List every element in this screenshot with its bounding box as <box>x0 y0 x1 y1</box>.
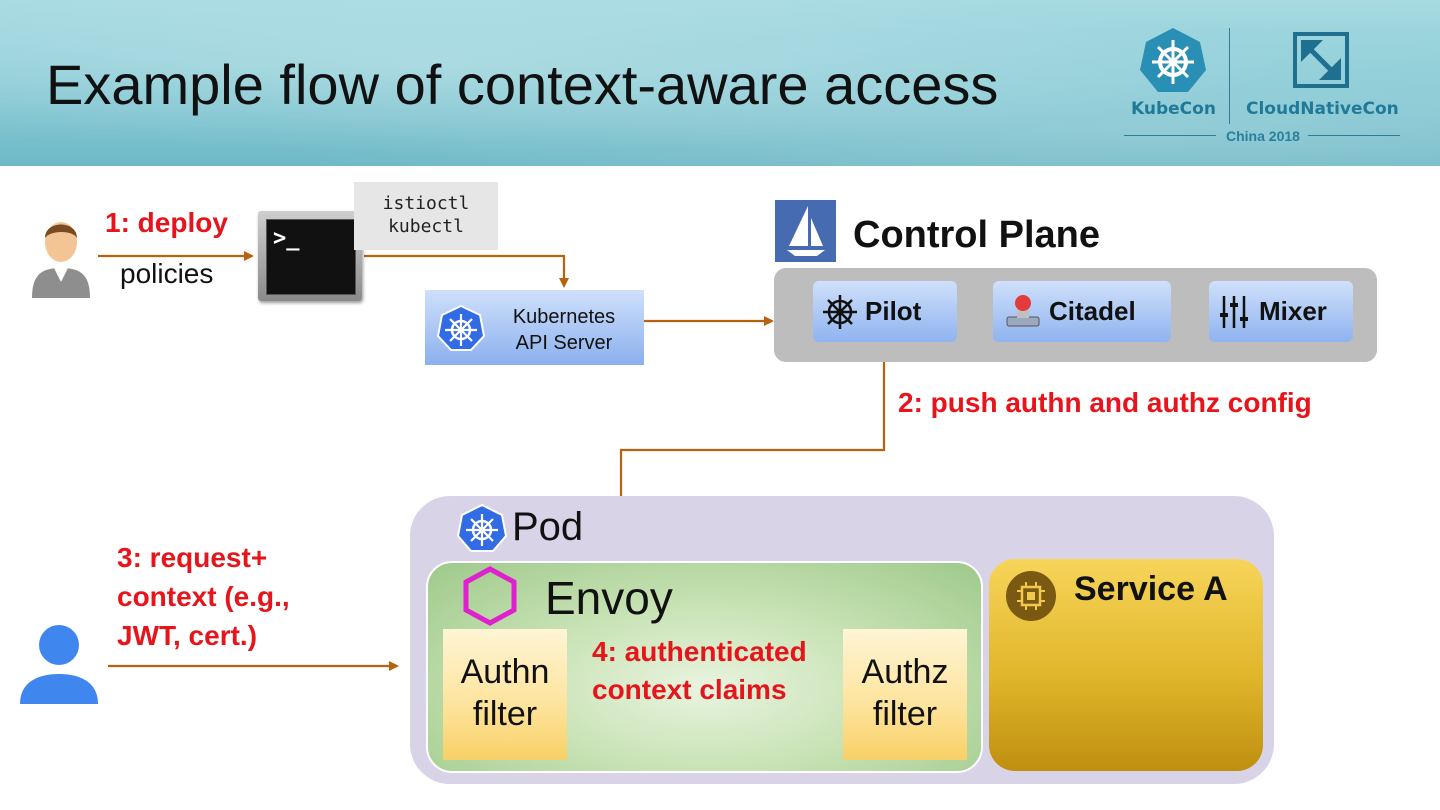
logo-rule-right <box>1308 135 1400 136</box>
service-a-label: Service A <box>1074 570 1228 608</box>
istio-logo-icon <box>775 200 836 262</box>
header-banner <box>0 0 1440 166</box>
step3-label: 3: request+ context (e.g., JWT, cert.) <box>117 538 290 655</box>
authn-filter: Authn filter <box>443 629 567 760</box>
admin-user-icon <box>32 222 90 298</box>
envoy-label: Envoy <box>545 572 673 624</box>
cli-kubectl: kubectl <box>388 216 464 237</box>
mixer-label: Mixer <box>1259 296 1327 326</box>
cli-tools-box: istioctl kubectl <box>354 182 498 250</box>
step3-line2: context (e.g., <box>117 581 290 612</box>
envoy-hexagon-icon <box>463 566 517 626</box>
step4-label: 4: authenticated context claims <box>592 633 807 709</box>
mixer-component: Mixer <box>1209 281 1353 342</box>
citadel-component: Citadel <box>993 281 1171 342</box>
k8s-api-line2: API Server <box>515 332 613 354</box>
authz-filter-line2: filter <box>872 695 938 733</box>
cloudnativecon-logo-text: CloudNativeCon <box>1246 99 1399 119</box>
kubecon-logo-icon <box>1140 28 1206 92</box>
citadel-label: Citadel <box>1049 296 1136 326</box>
step3-line3: JWT, cert.) <box>117 620 258 651</box>
authn-filter-line2: filter <box>472 695 538 733</box>
helm-wheel-icon <box>823 295 857 329</box>
step2-label: 2: push authn and authz config <box>898 387 1312 418</box>
authz-filter: Authz filter <box>843 629 967 760</box>
pilot-label: Pilot <box>865 296 922 326</box>
k8s-api-line1: Kubernetes <box>512 306 616 328</box>
equalizer-sliders-icon <box>1220 296 1248 328</box>
end-user-icon <box>20 625 98 704</box>
cloudnativecon-logo-icon <box>1293 32 1349 88</box>
kubecon-logo-text: KubeCon <box>1131 99 1216 119</box>
logo-subtitle: China 2018 <box>1226 128 1300 144</box>
chip-icon <box>1006 571 1056 621</box>
cli-istioctl: istioctl <box>382 193 470 214</box>
step4-line1: 4: authenticated <box>592 636 807 667</box>
logo-divider <box>1229 28 1230 124</box>
authn-filter-line1: Authn <box>460 653 550 691</box>
pilot-component: Pilot <box>813 281 957 342</box>
pod-label: Pod <box>512 505 584 549</box>
step1-label: 1: deploy <box>105 207 228 238</box>
control-plane-title: Control Plane <box>853 214 1101 256</box>
slide-title: Example flow of context-aware access <box>46 53 999 116</box>
logo-rule-left <box>1124 135 1216 136</box>
step3-line1: 3: request+ <box>117 542 268 573</box>
stamp-icon <box>1006 295 1040 327</box>
kubernetes-api-server-box: Kubernetes API Server <box>425 290 644 365</box>
terminal-icon: >_ <box>258 211 362 301</box>
pod-kubernetes-icon <box>457 503 507 552</box>
step1-sublabel: policies <box>120 258 214 289</box>
authz-filter-line1: Authz <box>861 653 949 691</box>
step4-line2: context claims <box>592 674 787 705</box>
kubernetes-icon <box>437 304 485 351</box>
